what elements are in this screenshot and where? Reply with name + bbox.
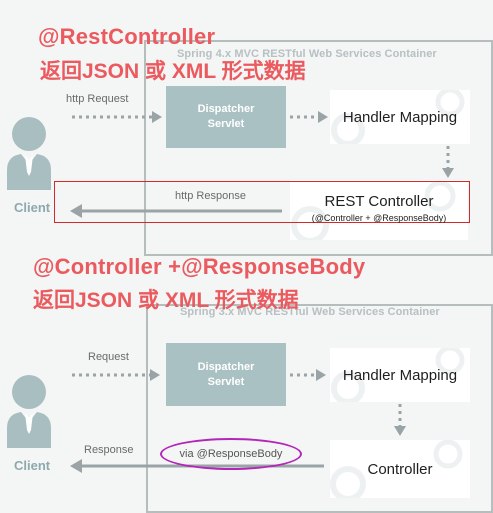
top-request-label: http Request <box>66 93 129 105</box>
top-rest-controller: REST Controller (@Controller + @Response… <box>290 180 468 240</box>
bottom-response-label: Response <box>84 444 134 456</box>
gear-icon <box>330 440 463 498</box>
top-controller-label: REST Controller <box>324 193 434 210</box>
bottom-subtitle: 返回JSON 或 XML 形式数据 <box>33 289 299 312</box>
gear-icon <box>331 90 465 144</box>
top-highlight-box <box>54 181 470 223</box>
spring4-container <box>144 40 493 256</box>
bottom-title: @Controller +@ResponseBody <box>33 254 366 279</box>
top-title: @RestController <box>38 24 216 49</box>
client-person-icon <box>7 375 51 448</box>
via-responsebody-label: via @ResponseBody <box>179 448 283 460</box>
gear-icon <box>331 348 465 402</box>
bottom-handler-mapping: Handler Mapping <box>330 348 470 402</box>
top-response-label: http Response <box>175 190 246 202</box>
spring3-container-title: Spring 3.x MVC RESTful Web Services Cont… <box>180 306 440 318</box>
dispatcher-line1: Dispatcher <box>197 103 255 115</box>
top-subtitle: 返回JSON 或 XML 形式数据 <box>40 60 306 83</box>
top-arrows <box>70 111 454 218</box>
top-handler-label: Handler Mapping <box>342 108 458 126</box>
spring4-container-title: Spring 4.x MVC RESTful Web Services Cont… <box>177 48 437 60</box>
bottom-controller-label: Controller <box>367 460 433 478</box>
bottom-dispatcher-servlet: Dispatcher Servlet <box>166 343 286 406</box>
top-handler-mapping: Handler Mapping <box>330 90 470 144</box>
dispatcher-line1: Dispatcher <box>197 360 255 373</box>
bottom-client-label: Client <box>14 458 51 473</box>
top-client-label: Client <box>14 200 51 215</box>
dispatcher-line2: Servlet <box>207 375 245 388</box>
top-controller-note: (@Controller + @ResponseBody) <box>311 213 447 223</box>
top-dispatcher-servlet: Dispatcher Servlet <box>166 86 286 148</box>
bottom-request-label: Request <box>88 351 129 363</box>
bottom-handler-label: Handler Mapping <box>342 366 458 384</box>
bottom-controller: Controller <box>330 440 470 498</box>
via-responsebody-oval: via @ResponseBody <box>160 438 302 470</box>
client-person-icon <box>7 117 51 190</box>
dispatcher-line2: Servlet <box>207 118 245 130</box>
gear-icon <box>291 180 456 240</box>
